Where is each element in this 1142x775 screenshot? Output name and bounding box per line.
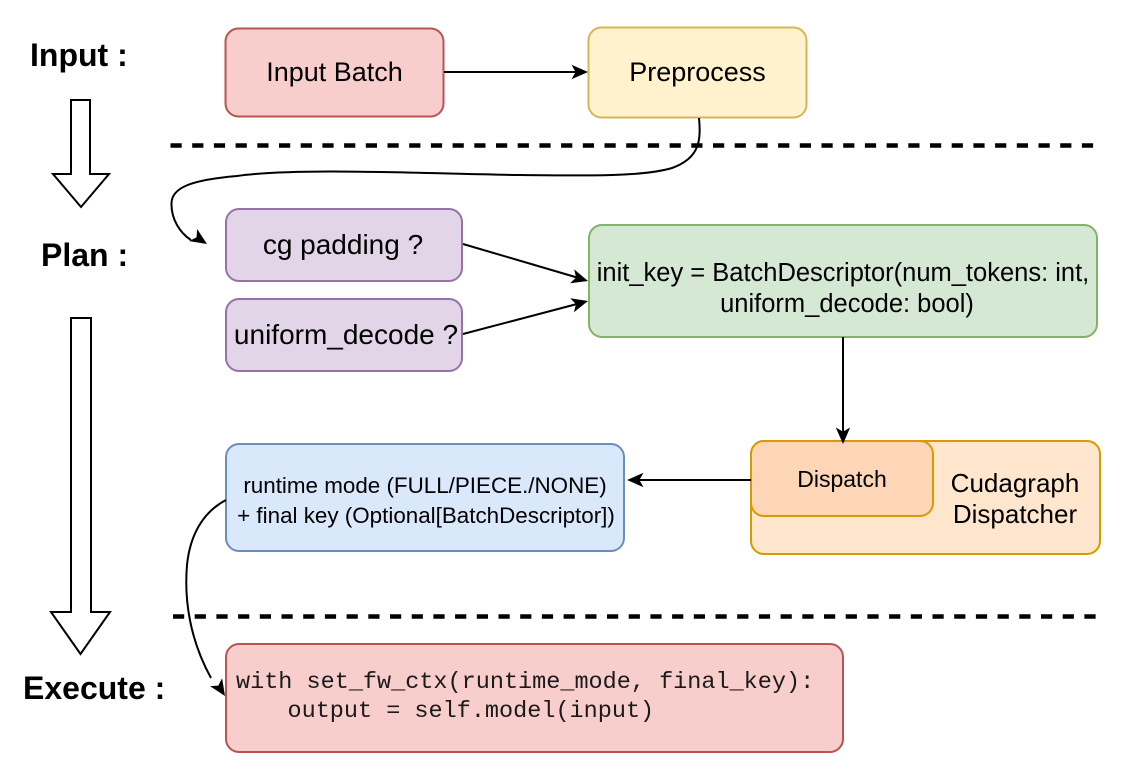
- svg-text:Execute :: Execute :: [23, 670, 165, 706]
- svg-text:Cudagraph: Cudagraph: [951, 468, 1080, 498]
- svg-text:cg padding ?: cg padding ?: [263, 229, 423, 260]
- svg-text:uniform_decode: bool): uniform_decode: bool): [720, 290, 974, 318]
- svg-text:Dispatch: Dispatch: [797, 466, 886, 492]
- svg-text:Dispatcher: Dispatcher: [953, 499, 1078, 529]
- svg-text:+ final key (Optional[BatchDes: + final key (Optional[BatchDescriptor]): [237, 503, 615, 528]
- svg-text:Plan :: Plan :: [41, 237, 128, 273]
- svg-text:Preprocess: Preprocess: [629, 57, 766, 87]
- svg-text:uniform_decode ?: uniform_decode ?: [234, 319, 458, 350]
- svg-text:output = self.model(input): output = self.model(input): [288, 698, 655, 725]
- svg-text:with set_fw_ctx(runtime_mode,: with set_fw_ctx(runtime_mode, final_key)…: [236, 669, 814, 696]
- svg-text:Input :: Input :: [30, 37, 128, 73]
- svg-text:init_key = BatchDescriptor(num: init_key = BatchDescriptor(num_tokens: i…: [597, 259, 1090, 287]
- svg-text:runtime mode (FULL/PIECE./NONE: runtime mode (FULL/PIECE./NONE): [243, 473, 606, 498]
- svg-text:Input Batch: Input Batch: [266, 57, 403, 87]
